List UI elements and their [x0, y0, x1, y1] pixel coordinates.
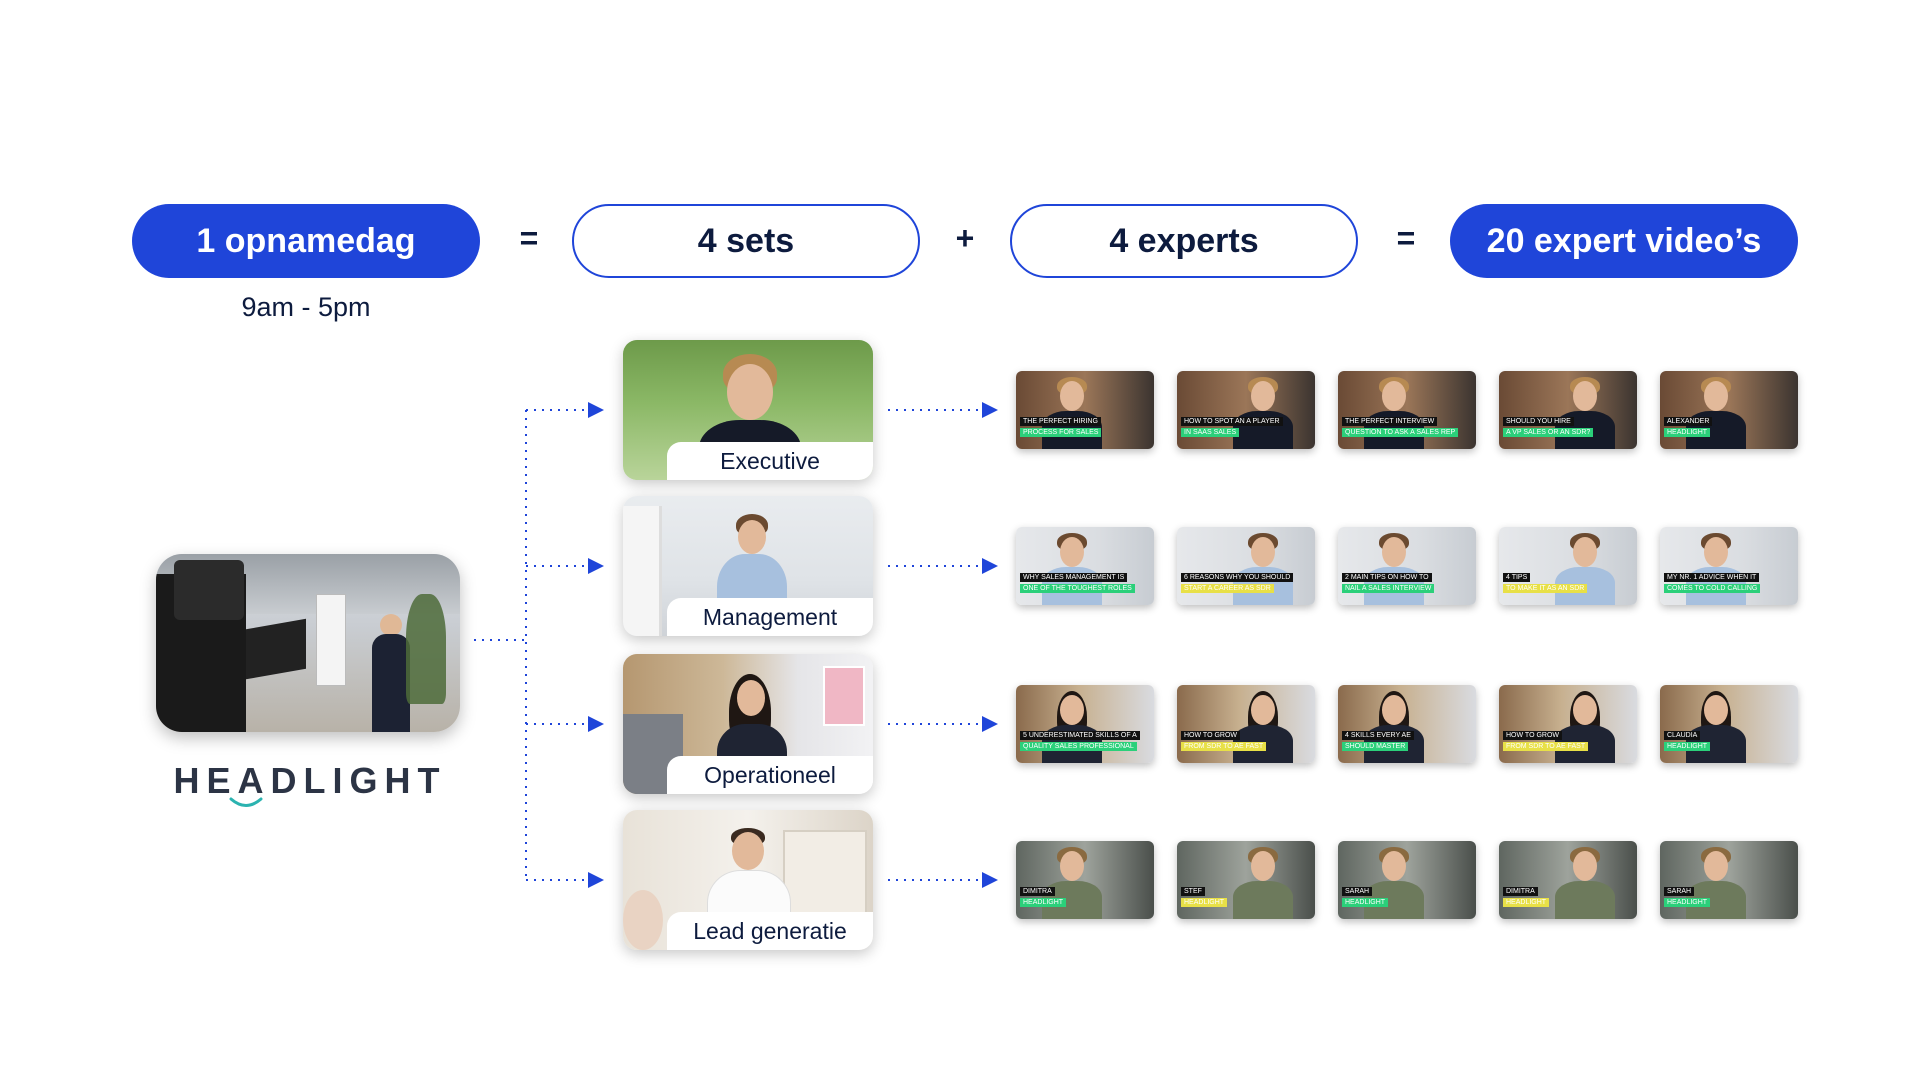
video-thumbnail[interactable]: WHY SALES MANAGEMENT IS ONE OF THE TOUGHE…	[1016, 527, 1154, 605]
video-title-line: THE PERFECT INTERVIEW	[1342, 417, 1438, 426]
video-thumbnail[interactable]: 2 MAIN TIPS ON HOW TO NAIL A SALES INTERV…	[1338, 527, 1476, 605]
video-thumbnail[interactable]: DIMITRA HEADLIGHT	[1016, 841, 1154, 919]
set-label: Operationeel	[667, 756, 873, 794]
video-title-line: 6 REASONS WHY YOU SHOULD	[1181, 573, 1294, 582]
video-title-line: HOW TO SPOT AN A PLAYER	[1181, 417, 1283, 426]
video-title-line: 4 TIPS	[1503, 573, 1531, 582]
video-thumbnail[interactable]: SARAH HEADLIGHT	[1660, 841, 1798, 919]
set-label: Executive	[667, 442, 873, 480]
set-executive: Executive	[623, 340, 873, 480]
experts-pill: 4 experts	[1010, 204, 1358, 278]
video-thumbnail[interactable]: THE PERFECT HIRING PROCESS FOR SALES	[1016, 371, 1154, 449]
expert-videos-pill: 20 expert video’s	[1450, 204, 1798, 278]
expert-videos-label: 20 expert video’s	[1486, 221, 1762, 260]
video-subtitle-line: SHOULD MASTER	[1342, 742, 1409, 751]
video-subtitle-line: HEADLIGHT	[1664, 742, 1711, 751]
video-title-line: MY NR. 1 ADVICE WHEN IT	[1664, 573, 1760, 582]
recording-day-label: 1 opnamedag	[196, 221, 416, 260]
experts-label: 4 experts	[1109, 221, 1259, 260]
video-title-line: HOW TO GROW	[1503, 731, 1563, 740]
video-title-line: ALEXANDER	[1664, 417, 1713, 426]
video-title-line: SHOULD YOU HIRE	[1503, 417, 1574, 426]
video-subtitle-line: HEADLIGHT	[1020, 898, 1067, 907]
video-thumbnail[interactable]: STEF HEADLIGHT	[1177, 841, 1315, 919]
video-thumbnail[interactable]: HOW TO GROW FROM SDR TO AE FAST	[1177, 685, 1315, 763]
video-subtitle-line: A VP SALES OR AN SDR?	[1503, 428, 1594, 437]
video-subtitle-line: HEADLIGHT	[1664, 428, 1711, 437]
set-label: Lead generatie	[667, 912, 873, 950]
video-subtitle-line: HEADLIGHT	[1664, 898, 1711, 907]
recording-day-pill: 1 opnamedag	[132, 204, 480, 278]
video-title-line: THE PERFECT HIRING	[1020, 417, 1101, 426]
video-title-line: DIMITRA	[1020, 887, 1055, 896]
video-subtitle-line: PROCESS FOR SALES	[1020, 428, 1102, 437]
sets-label: 4 sets	[697, 221, 795, 260]
plus-sign: +	[955, 220, 975, 256]
video-subtitle-line: FROM SDR TO AE FAST	[1503, 742, 1589, 751]
video-thumbnail[interactable]: 6 REASONS WHY YOU SHOULD START A CAREER A…	[1177, 527, 1315, 605]
video-title-line: DIMITRA	[1503, 887, 1538, 896]
video-title-line: 2 MAIN TIPS ON HOW TO	[1342, 573, 1432, 582]
logo-smile-icon	[229, 797, 263, 807]
video-title-line: 5 UNDERESTIMATED SKILLS OF A	[1020, 731, 1140, 740]
hours-subtitle: 9am - 5pm	[241, 292, 371, 322]
equals-sign-1: =	[519, 220, 539, 256]
video-thumbnail[interactable]: THE PERFECT INTERVIEW QUESTION TO ASK A S…	[1338, 371, 1476, 449]
video-thumbnail[interactable]: MY NR. 1 ADVICE WHEN IT COMES TO COLD CAL…	[1660, 527, 1798, 605]
equals-sign-2: =	[1396, 220, 1416, 256]
video-title-line: STEF	[1181, 887, 1205, 896]
video-thumbnail[interactable]: DIMITRA HEADLIGHT	[1499, 841, 1637, 919]
video-subtitle-line: HEADLIGHT	[1342, 898, 1389, 907]
set-management: Management	[623, 496, 873, 636]
video-subtitle-line: FROM SDR TO AE FAST	[1181, 742, 1267, 751]
headlight-logo: HEADLIGHT	[173, 760, 447, 801]
video-thumbnail[interactable]: ALEXANDER HEADLIGHT	[1660, 371, 1798, 449]
video-subtitle-line: NAIL A SALES INTERVIEW	[1342, 584, 1435, 593]
video-title-line: 4 SKILLS EVERY AE	[1342, 731, 1414, 740]
video-subtitle-line: HEADLIGHT	[1503, 898, 1550, 907]
video-subtitle-line: IN SAAS SALES	[1181, 428, 1240, 437]
video-thumbnail[interactable]: CLAUDIA HEADLIGHT	[1660, 685, 1798, 763]
video-title-line: CLAUDIA	[1664, 731, 1701, 740]
set-operationeel: Operationeel	[623, 654, 873, 794]
video-subtitle-line: START A CAREER AS SDR	[1181, 584, 1274, 593]
video-thumbnail[interactable]: HOW TO SPOT AN A PLAYER IN SAAS SALES	[1177, 371, 1315, 449]
sets-pill: 4 sets	[572, 204, 920, 278]
video-thumbnail[interactable]: HOW TO GROW FROM SDR TO AE FAST	[1499, 685, 1637, 763]
video-thumbnail[interactable]: 4 TIPS TO MAKE IT AS AN SDR	[1499, 527, 1637, 605]
video-subtitle-line: QUESTION TO ASK A SALES REP	[1342, 428, 1459, 437]
video-subtitle-line: HEADLIGHT	[1181, 898, 1228, 907]
video-thumbnail[interactable]: 4 SKILLS EVERY AE SHOULD MASTER	[1338, 685, 1476, 763]
video-subtitle-line: QUALITY SALES PROFESSIONAL	[1020, 742, 1137, 751]
video-subtitle-line: TO MAKE IT AS AN SDR	[1503, 584, 1588, 593]
video-title-line: HOW TO GROW	[1181, 731, 1241, 740]
video-thumbnail[interactable]: 5 UNDERESTIMATED SKILLS OF A QUALITY SALE…	[1016, 685, 1154, 763]
video-subtitle-line: ONE OF THE TOUGHEST ROLES	[1020, 584, 1135, 593]
video-subtitle-line: COMES TO COLD CALLING	[1664, 584, 1761, 593]
video-thumbnail[interactable]: SARAH HEADLIGHT	[1338, 841, 1476, 919]
video-title-line: SARAH	[1342, 887, 1373, 896]
set-label: Management	[667, 598, 873, 636]
video-thumbnail[interactable]: SHOULD YOU HIRE A VP SALES OR AN SDR?	[1499, 371, 1637, 449]
studio-photo	[156, 554, 460, 732]
video-title-line: SARAH	[1664, 887, 1695, 896]
video-title-line: WHY SALES MANAGEMENT IS	[1020, 573, 1128, 582]
set-lead-generatie: Lead generatie	[623, 810, 873, 950]
